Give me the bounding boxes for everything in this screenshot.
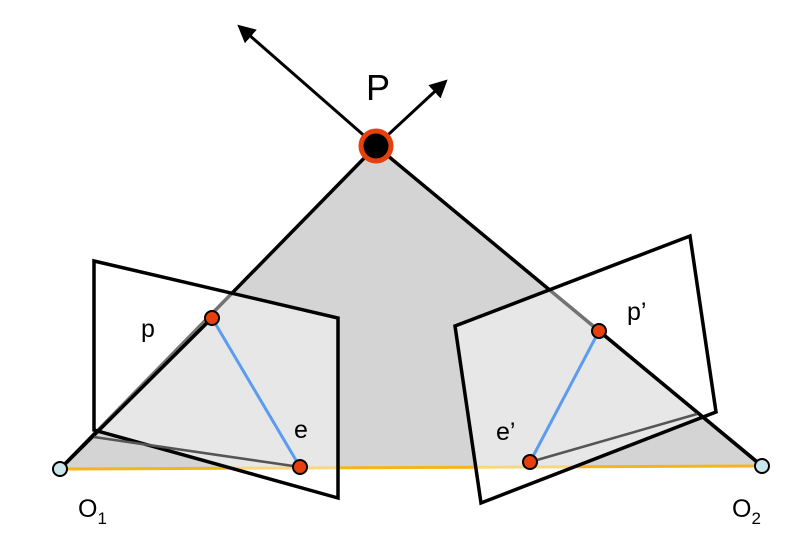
point-p-marker: [204, 310, 220, 326]
epipolar-line-right: [528, 330, 601, 463]
label-e-prime: e’: [496, 418, 515, 446]
epipolar-line-left: [210, 317, 302, 468]
point-e-prime-marker: [522, 454, 538, 470]
origin-O2-marker: [754, 458, 770, 474]
left-image-plane: [92, 258, 340, 501]
label-O1: O1: [78, 495, 107, 528]
label-O1-main: O: [78, 495, 97, 523]
label-p: p: [141, 315, 155, 343]
label-P: P: [366, 67, 390, 108]
label-O2-sub: 2: [751, 509, 760, 528]
right-image-plane: [453, 233, 718, 506]
plane-intersection-left: [93, 435, 301, 469]
ray-p-prime-O2: [597, 329, 764, 468]
baseline: [59, 464, 763, 471]
origin-O1-marker: [52, 461, 68, 477]
point-e-marker: [292, 459, 308, 475]
epipolar-plane: [60, 146, 762, 469]
point-P-marker: [358, 128, 394, 164]
label-p-prime: p’: [627, 298, 646, 326]
label-O1-sub: 1: [97, 509, 106, 528]
label-O2-main: O: [732, 495, 751, 523]
label-O2: O2: [732, 495, 761, 528]
label-e: e: [294, 416, 308, 444]
plane-intersection-right: [529, 412, 698, 464]
point-p-prime-marker: [591, 323, 607, 339]
arrow-up-left: [237, 24, 377, 148]
ray-p-O1: [58, 316, 214, 471]
